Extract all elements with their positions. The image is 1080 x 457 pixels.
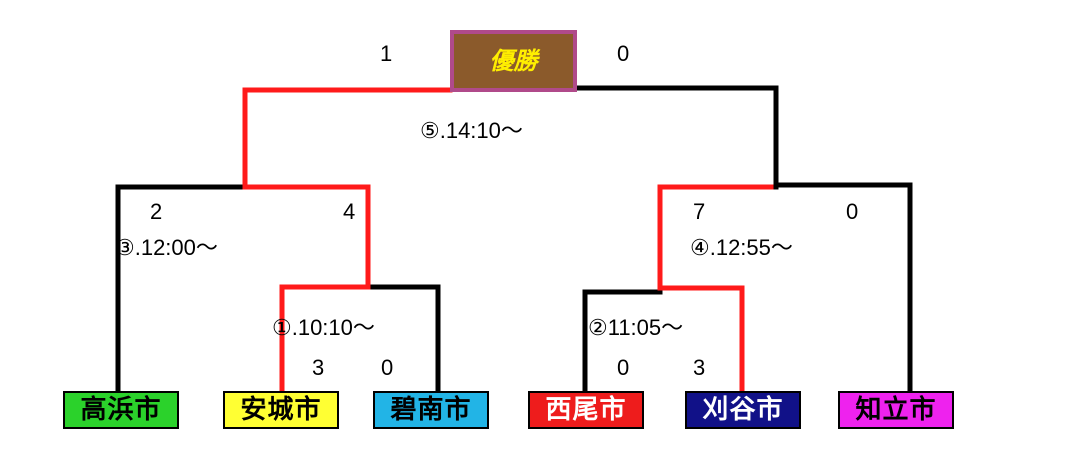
champion-label: 優勝 [489, 47, 538, 75]
m4-right-line [773, 182, 913, 393]
m2-right-line [657, 285, 745, 393]
m5-right-line [574, 85, 779, 190]
team-box-anjo: 安城市 [223, 391, 339, 429]
m4-label: ④.12:55～ [690, 235, 793, 260]
m1-score-left: 3 [312, 355, 325, 380]
m4-left-line [657, 184, 779, 291]
team-name: 刈谷市 [702, 395, 784, 425]
m5-score-left: 1 [380, 41, 393, 66]
m4-score-right: 0 [846, 199, 859, 224]
team-box-kariya: 刈谷市 [685, 391, 801, 429]
team-name: 碧南市 [390, 395, 472, 425]
team-box-chiryu: 知立市 [838, 391, 954, 429]
m2-left-line [582, 289, 663, 393]
m2-score-left: 0 [617, 355, 630, 380]
team-name: 高浜市 [80, 395, 162, 425]
m3-right-line [242, 184, 371, 290]
m3-score-left: 2 [150, 199, 163, 224]
team-box-takahama: 高浜市 [63, 391, 179, 429]
m3-score-right: 4 [343, 199, 356, 224]
team-name: 安城市 [240, 395, 322, 425]
m5-score-right: 0 [617, 41, 630, 66]
m1-right-line [365, 284, 441, 393]
m4-score-left: 7 [693, 199, 706, 224]
team-box-nishio: 西尾市 [528, 391, 644, 429]
team-box-hekinan: 碧南市 [373, 391, 489, 429]
m5-label: ⑤.14:10～ [420, 118, 523, 143]
team-name: 知立市 [855, 395, 937, 425]
m5-left-line [242, 87, 453, 190]
m2-label: ②11:05～ [588, 315, 684, 340]
m3-left-line [115, 184, 248, 393]
m1-label: ①.10:10～ [272, 315, 375, 340]
team-name: 西尾市 [545, 395, 627, 425]
champion-box: 優勝 [450, 30, 577, 92]
m3-label: ③.12:00～ [115, 235, 218, 260]
m1-score-right: 0 [381, 355, 394, 380]
m1-left-line [279, 284, 371, 393]
m2-score-right: 3 [693, 355, 706, 380]
